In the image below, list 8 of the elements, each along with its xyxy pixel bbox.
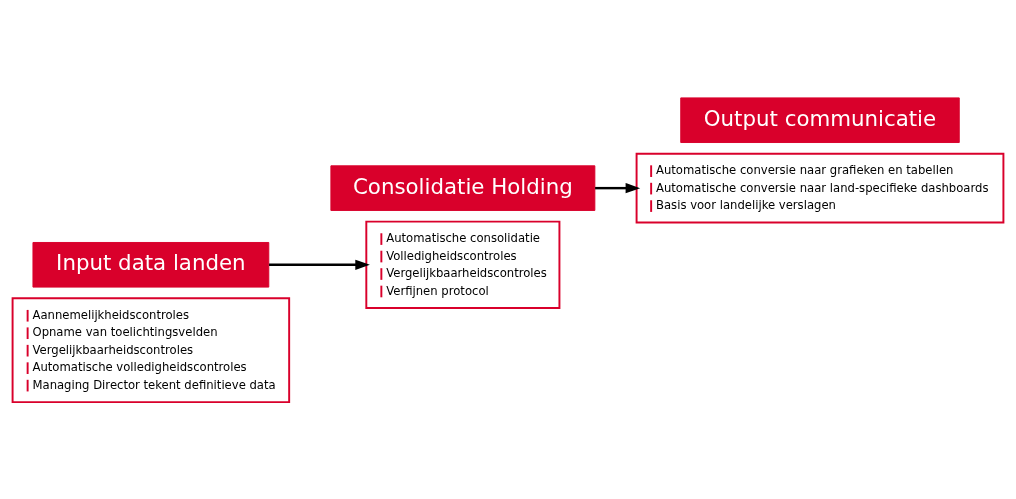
node-box: Output communicatie (680, 96, 960, 143)
arrow (595, 182, 641, 193)
node-box: Automatische conversie naar grafieken en tabellen Automatische conversie naar land-specifieke dashboards Basis voor landelijke verslagen (635, 152, 1005, 224)
node-box: Automatische consolidatie Volledigheidscontroles Vergelijkbaarheidscontroles Verfijnen protocol (365, 220, 561, 309)
arrow (269, 259, 370, 270)
node-box: Input data landen (32, 241, 270, 288)
node-box: Aannemelijkheidscontroles Opname van toelichtingsvelden Vergelijkbaarheidscontroles Automatische volledigheidscontroles Managing Director tekent definitieve data (11, 296, 291, 403)
node-box: Consolidatie Holding (330, 164, 596, 211)
